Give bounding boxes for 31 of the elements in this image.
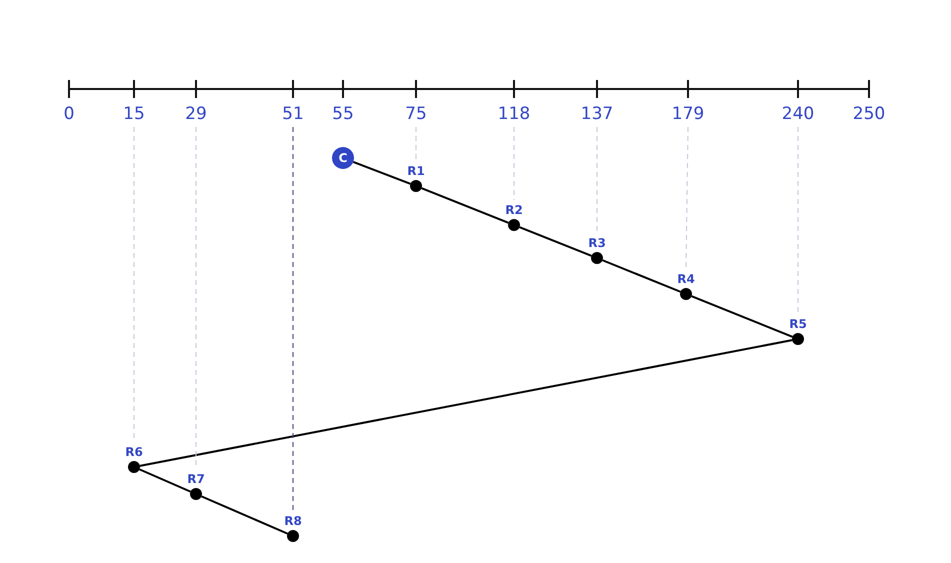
tick-label: 0: [64, 104, 74, 124]
connector-line: [352, 161, 411, 185]
tick-label: 118: [498, 104, 530, 124]
connector-line: [421, 187, 509, 224]
point-label: R7: [187, 472, 205, 486]
position-marker: C: [332, 147, 354, 169]
tick-label: 29: [185, 104, 207, 124]
tick-label: 137: [580, 104, 614, 124]
point-label: R3: [588, 236, 606, 250]
dashed-guide-line: [292, 126, 294, 512]
connector-line: [201, 495, 288, 535]
connector-line: [602, 259, 681, 293]
tick-label: 15: [123, 104, 145, 124]
connector-line: [691, 295, 793, 338]
connector-line: [519, 226, 592, 257]
tick-label: 55: [332, 104, 354, 124]
point-label: R6: [125, 445, 143, 459]
dashed-guide-line: [686, 126, 688, 270]
connector-line: [139, 468, 191, 493]
connector-line: [140, 339, 792, 467]
point-label: R4: [677, 272, 695, 286]
point-label: R5: [789, 317, 807, 331]
point-label: R2: [505, 203, 523, 217]
tick-label: 250: [852, 104, 886, 124]
point-label: R8: [284, 514, 302, 528]
tick-label: 75: [405, 104, 427, 124]
dashed-guide-line: [596, 126, 598, 234]
tick-label: 179: [672, 104, 704, 124]
tick-label: 51: [282, 104, 304, 124]
point-label: R1: [407, 164, 425, 178]
tick-label: 240: [782, 104, 814, 124]
